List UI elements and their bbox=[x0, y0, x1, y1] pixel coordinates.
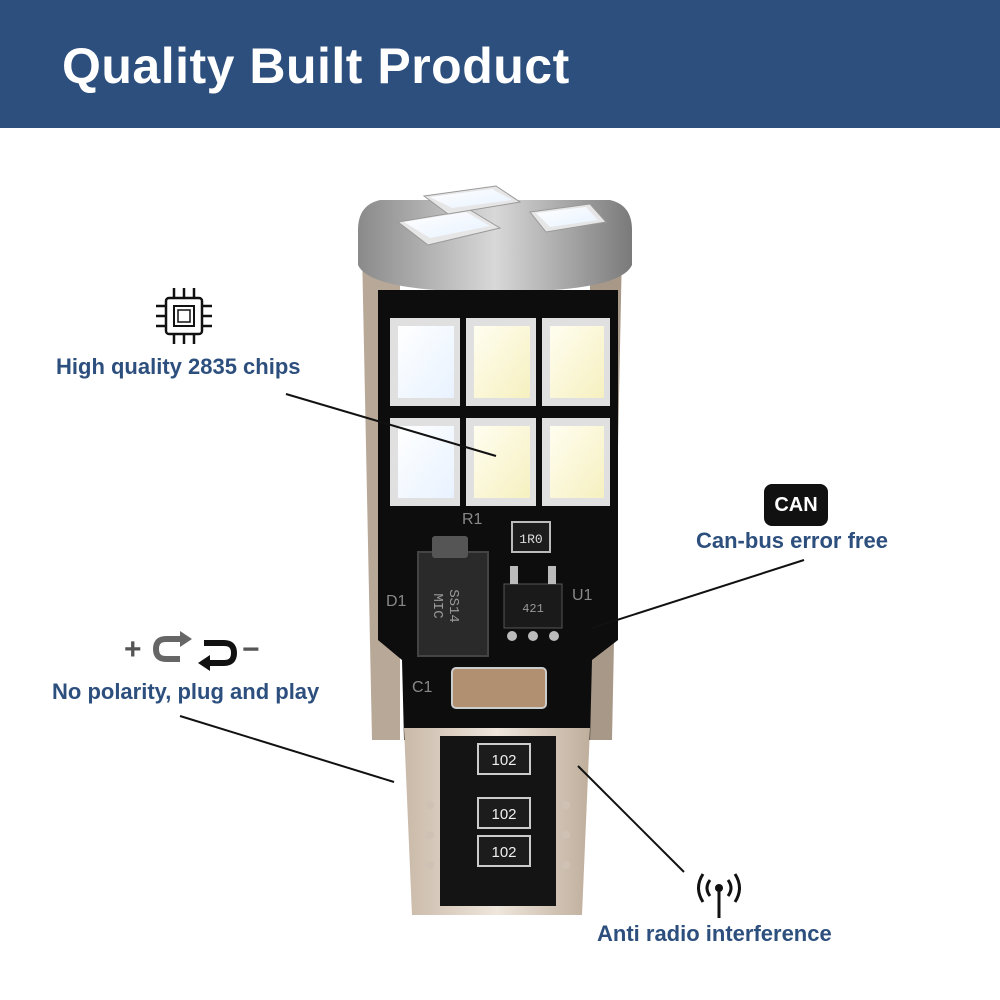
diode-label-1: SS14 bbox=[445, 589, 461, 623]
radio-signal-icon bbox=[697, 873, 741, 918]
feature-chips-label: High quality 2835 chips bbox=[56, 354, 301, 379]
page-title: Quality Built Product bbox=[62, 38, 570, 94]
polarity-icon: + − bbox=[124, 625, 264, 675]
led-chip-grid bbox=[390, 318, 610, 506]
leader-canbus bbox=[591, 559, 805, 629]
svg-text:102: 102 bbox=[491, 806, 516, 823]
base-contacts bbox=[426, 801, 570, 869]
diode-ss14 bbox=[417, 551, 489, 657]
svg-text:102: 102 bbox=[491, 752, 516, 769]
leader-chips bbox=[285, 393, 497, 457]
feature-polarity-label: No polarity, plug and play bbox=[52, 679, 320, 704]
resistor-1r0 bbox=[511, 521, 551, 553]
leader-polarity bbox=[179, 715, 395, 783]
capacitor bbox=[451, 667, 547, 709]
resistor-1r0-label: 1R0 bbox=[519, 532, 542, 547]
header-banner: Quality Built Product bbox=[0, 0, 1000, 128]
silk-d1: D1 bbox=[386, 593, 407, 610]
svg-text:102: 102 bbox=[491, 844, 516, 861]
diode-label-2: MIC bbox=[429, 593, 445, 618]
silk-r1: R1 bbox=[462, 511, 483, 528]
leader-radio bbox=[577, 765, 685, 873]
plus-sign: + bbox=[124, 633, 142, 666]
feature-radio-label: Anti radio interference bbox=[597, 921, 832, 946]
chip-icon bbox=[156, 288, 212, 344]
ic-chip bbox=[503, 583, 563, 629]
silk-u1: U1 bbox=[572, 587, 593, 604]
can-badge: CAN bbox=[764, 484, 828, 526]
led-bulb-image: 1R0 SS14 MIC 421 R1 D1 U1 C1 102 102 102 bbox=[179, 185, 805, 915]
ic-label: 421 bbox=[522, 602, 544, 616]
silk-c1: C1 bbox=[412, 679, 433, 696]
feature-canbus-label: Can-bus error free bbox=[696, 528, 888, 553]
polarity-arrows-icon bbox=[152, 631, 238, 671]
top-leds bbox=[396, 185, 607, 246]
base-resistors: 102 102 102 bbox=[477, 743, 531, 867]
diode-tab bbox=[432, 536, 468, 558]
minus-sign: − bbox=[242, 633, 260, 666]
